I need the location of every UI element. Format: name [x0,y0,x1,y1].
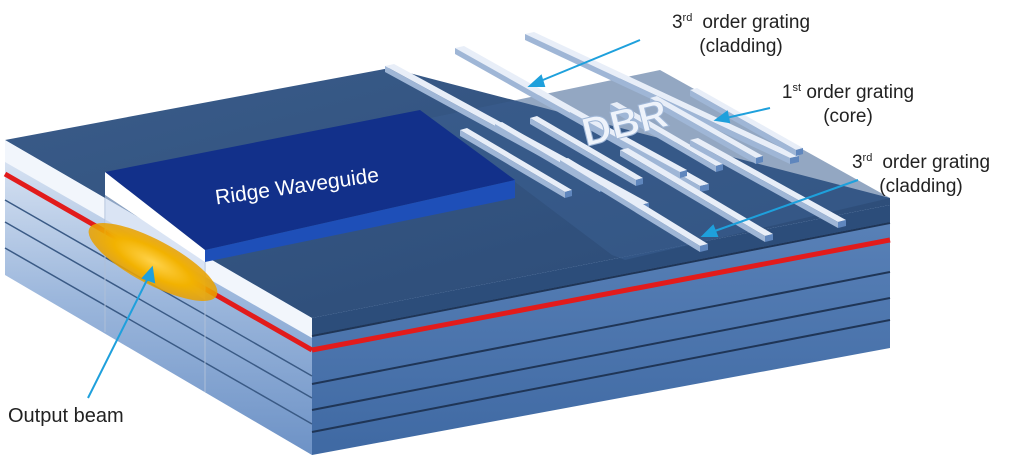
grating-bar-core-side [690,90,796,156]
dbr-grating-bars [385,32,846,252]
annotation-arrows [87,39,859,399]
grating-bar-core-end [716,164,723,172]
grating-bar-core-side [495,124,600,192]
grating-bar-core-side [530,118,636,186]
grating-bar-core [570,110,687,172]
grating-bar-cladding-side [690,140,838,228]
grating-bar-cladding-end [838,220,846,228]
arrow-grating-top [537,39,641,83]
front-layer-line [4,221,313,399]
ridge-front [105,172,205,262]
grating-bar-core [530,116,643,180]
grating-bar-core-end [796,148,803,156]
grating-bar-cladding-side [620,150,765,242]
right-layer-line [311,271,891,385]
right-cladding-top [312,205,890,335]
grating-bar-core-side [570,112,680,178]
label-output-beam: Output beam [8,405,124,427]
grating-bar-cladding-side [560,160,700,252]
grating-bar-core [690,88,803,150]
right-layer-line [311,319,891,433]
grating-bar-core-end [636,178,643,186]
label-1st-order-grating-core: 1st order grating (core) [781,82,915,127]
grating-bar-cladding [560,158,708,246]
right-layer-line [311,297,891,411]
arrow-output-beam [87,277,149,399]
arrow-grating-core-head [713,110,731,124]
grating-bar-core-end [680,170,687,178]
arrow-output-beam-head [141,265,156,284]
arrow-grating-bottom-head [700,224,719,237]
arrow-grating-top-head [527,74,546,87]
grating-bar-cladding-end [790,156,799,164]
grating-bar-cladding-end [700,184,709,192]
right-layer-line [311,222,891,337]
front-layer-line [4,247,313,425]
ridge-top [105,110,515,250]
grating-bar-core [460,128,572,192]
grating-bar-core-end [756,156,763,164]
output-beam-spot [88,223,218,301]
grating-bar-cladding [620,148,773,236]
ridge-side [205,180,515,262]
grating-bar-core-side [650,98,756,164]
grating-bar-core-side [610,104,716,172]
grating-bar-core-side [460,130,565,198]
grating-bar-cladding-end [700,244,708,252]
grating-bar-core-end [565,190,572,198]
active-layer-right [311,237,891,353]
grating-bar-core [610,102,723,166]
arrow-grating-bottom [711,179,859,233]
grating-bar-cladding [525,32,799,158]
arrow-grating-core [725,107,771,119]
grating-bar-cladding-end [765,234,773,242]
grating-bar-core [650,96,763,158]
grating-bar-cladding [690,138,846,222]
